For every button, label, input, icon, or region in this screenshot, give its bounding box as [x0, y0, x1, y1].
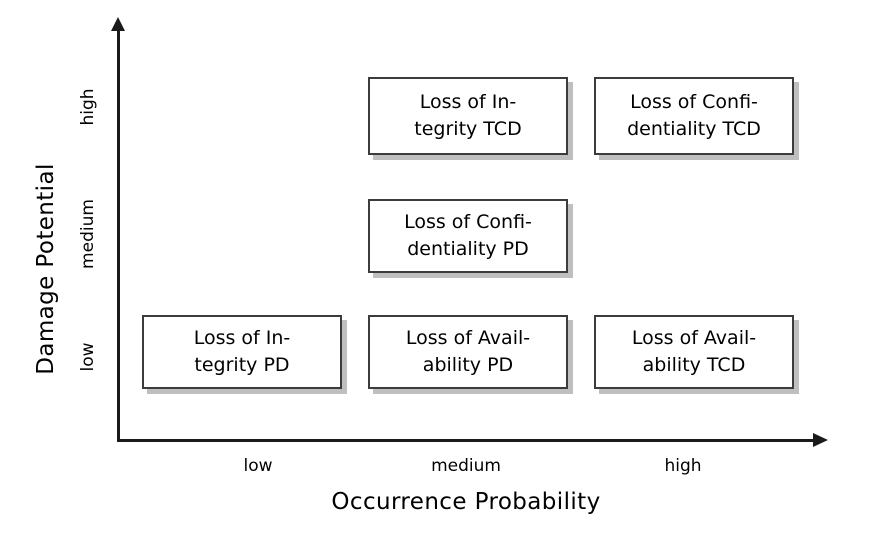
risk-box-availability-tcd[interactable]: Loss of Avail- ability TCD — [594, 315, 794, 389]
risk-box-confidentiality-tcd[interactable]: Loss of Confi- dentiality TCD — [594, 77, 794, 155]
y-axis-tick-medium: medium — [78, 199, 98, 269]
risk-box-label: Loss of Confi- dentiality TCD — [627, 91, 761, 140]
risk-box-integrity-tcd[interactable]: Loss of In- tegrity TCD — [368, 77, 568, 155]
x-axis-title: Occurrence Probability — [331, 489, 601, 515]
risk-box-integrity-pd[interactable]: Loss of In- tegrity PD — [142, 315, 342, 389]
risk-box-label: Loss of Confi- dentiality PD — [404, 211, 532, 260]
risk-box-label: Loss of Avail- ability PD — [405, 327, 531, 376]
x-axis-tick-medium: medium — [431, 456, 501, 476]
x-axis-tick-low: low — [243, 456, 273, 476]
x-axis-arrow-icon — [813, 433, 828, 447]
risk-box-availability-pd[interactable]: Loss of Avail- ability PD — [368, 315, 568, 389]
y-axis-arrow-icon — [111, 17, 125, 31]
y-axis-title: Damage Potential — [33, 163, 59, 375]
y-axis-tick-low: low — [78, 342, 98, 372]
y-axis-tick-high: high — [78, 88, 98, 126]
y-axis-line — [117, 28, 120, 442]
risk-box-label: Loss of In- tegrity TCD — [414, 91, 522, 140]
x-axis-tick-high: high — [664, 456, 702, 476]
risk-box-label: Loss of In- tegrity PD — [193, 327, 291, 376]
x-axis-line — [117, 439, 814, 442]
risk-box-confidentiality-pd[interactable]: Loss of Confi- dentiality PD — [368, 199, 568, 273]
risk-box-label: Loss of Avail- ability TCD — [631, 327, 757, 376]
